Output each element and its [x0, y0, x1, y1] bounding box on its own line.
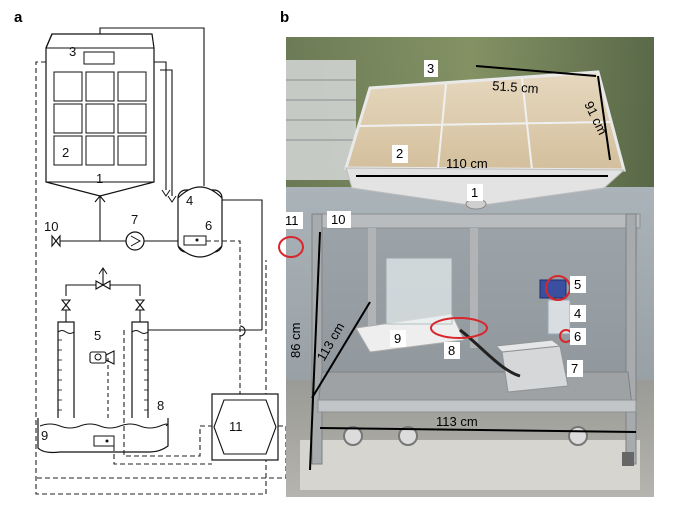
photo-label-8: 8 [448, 343, 455, 358]
schem-label-10: 10 [44, 219, 58, 234]
valve-10 [51, 234, 61, 248]
highlight-8 [430, 317, 488, 339]
schem-label-11: 11 [229, 419, 243, 434]
photo-panel: b [278, 9, 654, 497]
photo-label-9: 9 [394, 331, 401, 346]
water-basin [37, 418, 169, 454]
highlight-markers [278, 236, 573, 343]
controller-11 [211, 393, 279, 461]
panel-letter-b: b [280, 9, 289, 26]
panel-letter-a: a [14, 9, 23, 26]
dim-top-width: 110 cm [446, 156, 488, 171]
photo-controller-7 [494, 339, 569, 393]
dim-frame-height: 86 cm [288, 323, 303, 358]
schem-label-5: 5 [94, 328, 101, 343]
camera-5 [89, 350, 115, 365]
photo-label-7: 7 [571, 361, 578, 376]
photo-label-4: 4 [574, 306, 581, 321]
panel-grid [53, 71, 147, 166]
schematic-panel: a [14, 9, 287, 495]
photo-label-boxes [283, 60, 586, 377]
photo-label-10: 10 [331, 212, 345, 227]
photo-label-1: 1 [471, 185, 478, 200]
schem-label-8: 8 [157, 398, 164, 413]
schem-label-9: 9 [41, 428, 48, 443]
sensor-box-3 [83, 51, 115, 65]
pump-7 [125, 231, 145, 251]
dim-frame-width: 113 cm [436, 414, 478, 429]
tank-4 [177, 186, 223, 258]
schem-label-2: 2 [62, 145, 69, 160]
schem-label-7: 7 [131, 212, 138, 227]
dim-top-depth: 51.5 cm [492, 78, 539, 96]
schem-label-3: 3 [69, 44, 76, 59]
photo-reactor-top [343, 70, 626, 210]
schem-label-4: 4 [186, 193, 193, 208]
photo-label-5: 5 [574, 277, 581, 292]
schem-label-1: 1 [96, 171, 103, 186]
photo-label-3: 3 [427, 61, 434, 76]
photo-label-2: 2 [396, 146, 403, 161]
photo-label-11: 11 [285, 213, 299, 228]
highlight-11 [278, 236, 304, 258]
dimension-lines [309, 65, 637, 471]
schem-label-6: 6 [205, 218, 212, 233]
column-right [131, 321, 149, 443]
photo-label-6: 6 [574, 329, 581, 344]
